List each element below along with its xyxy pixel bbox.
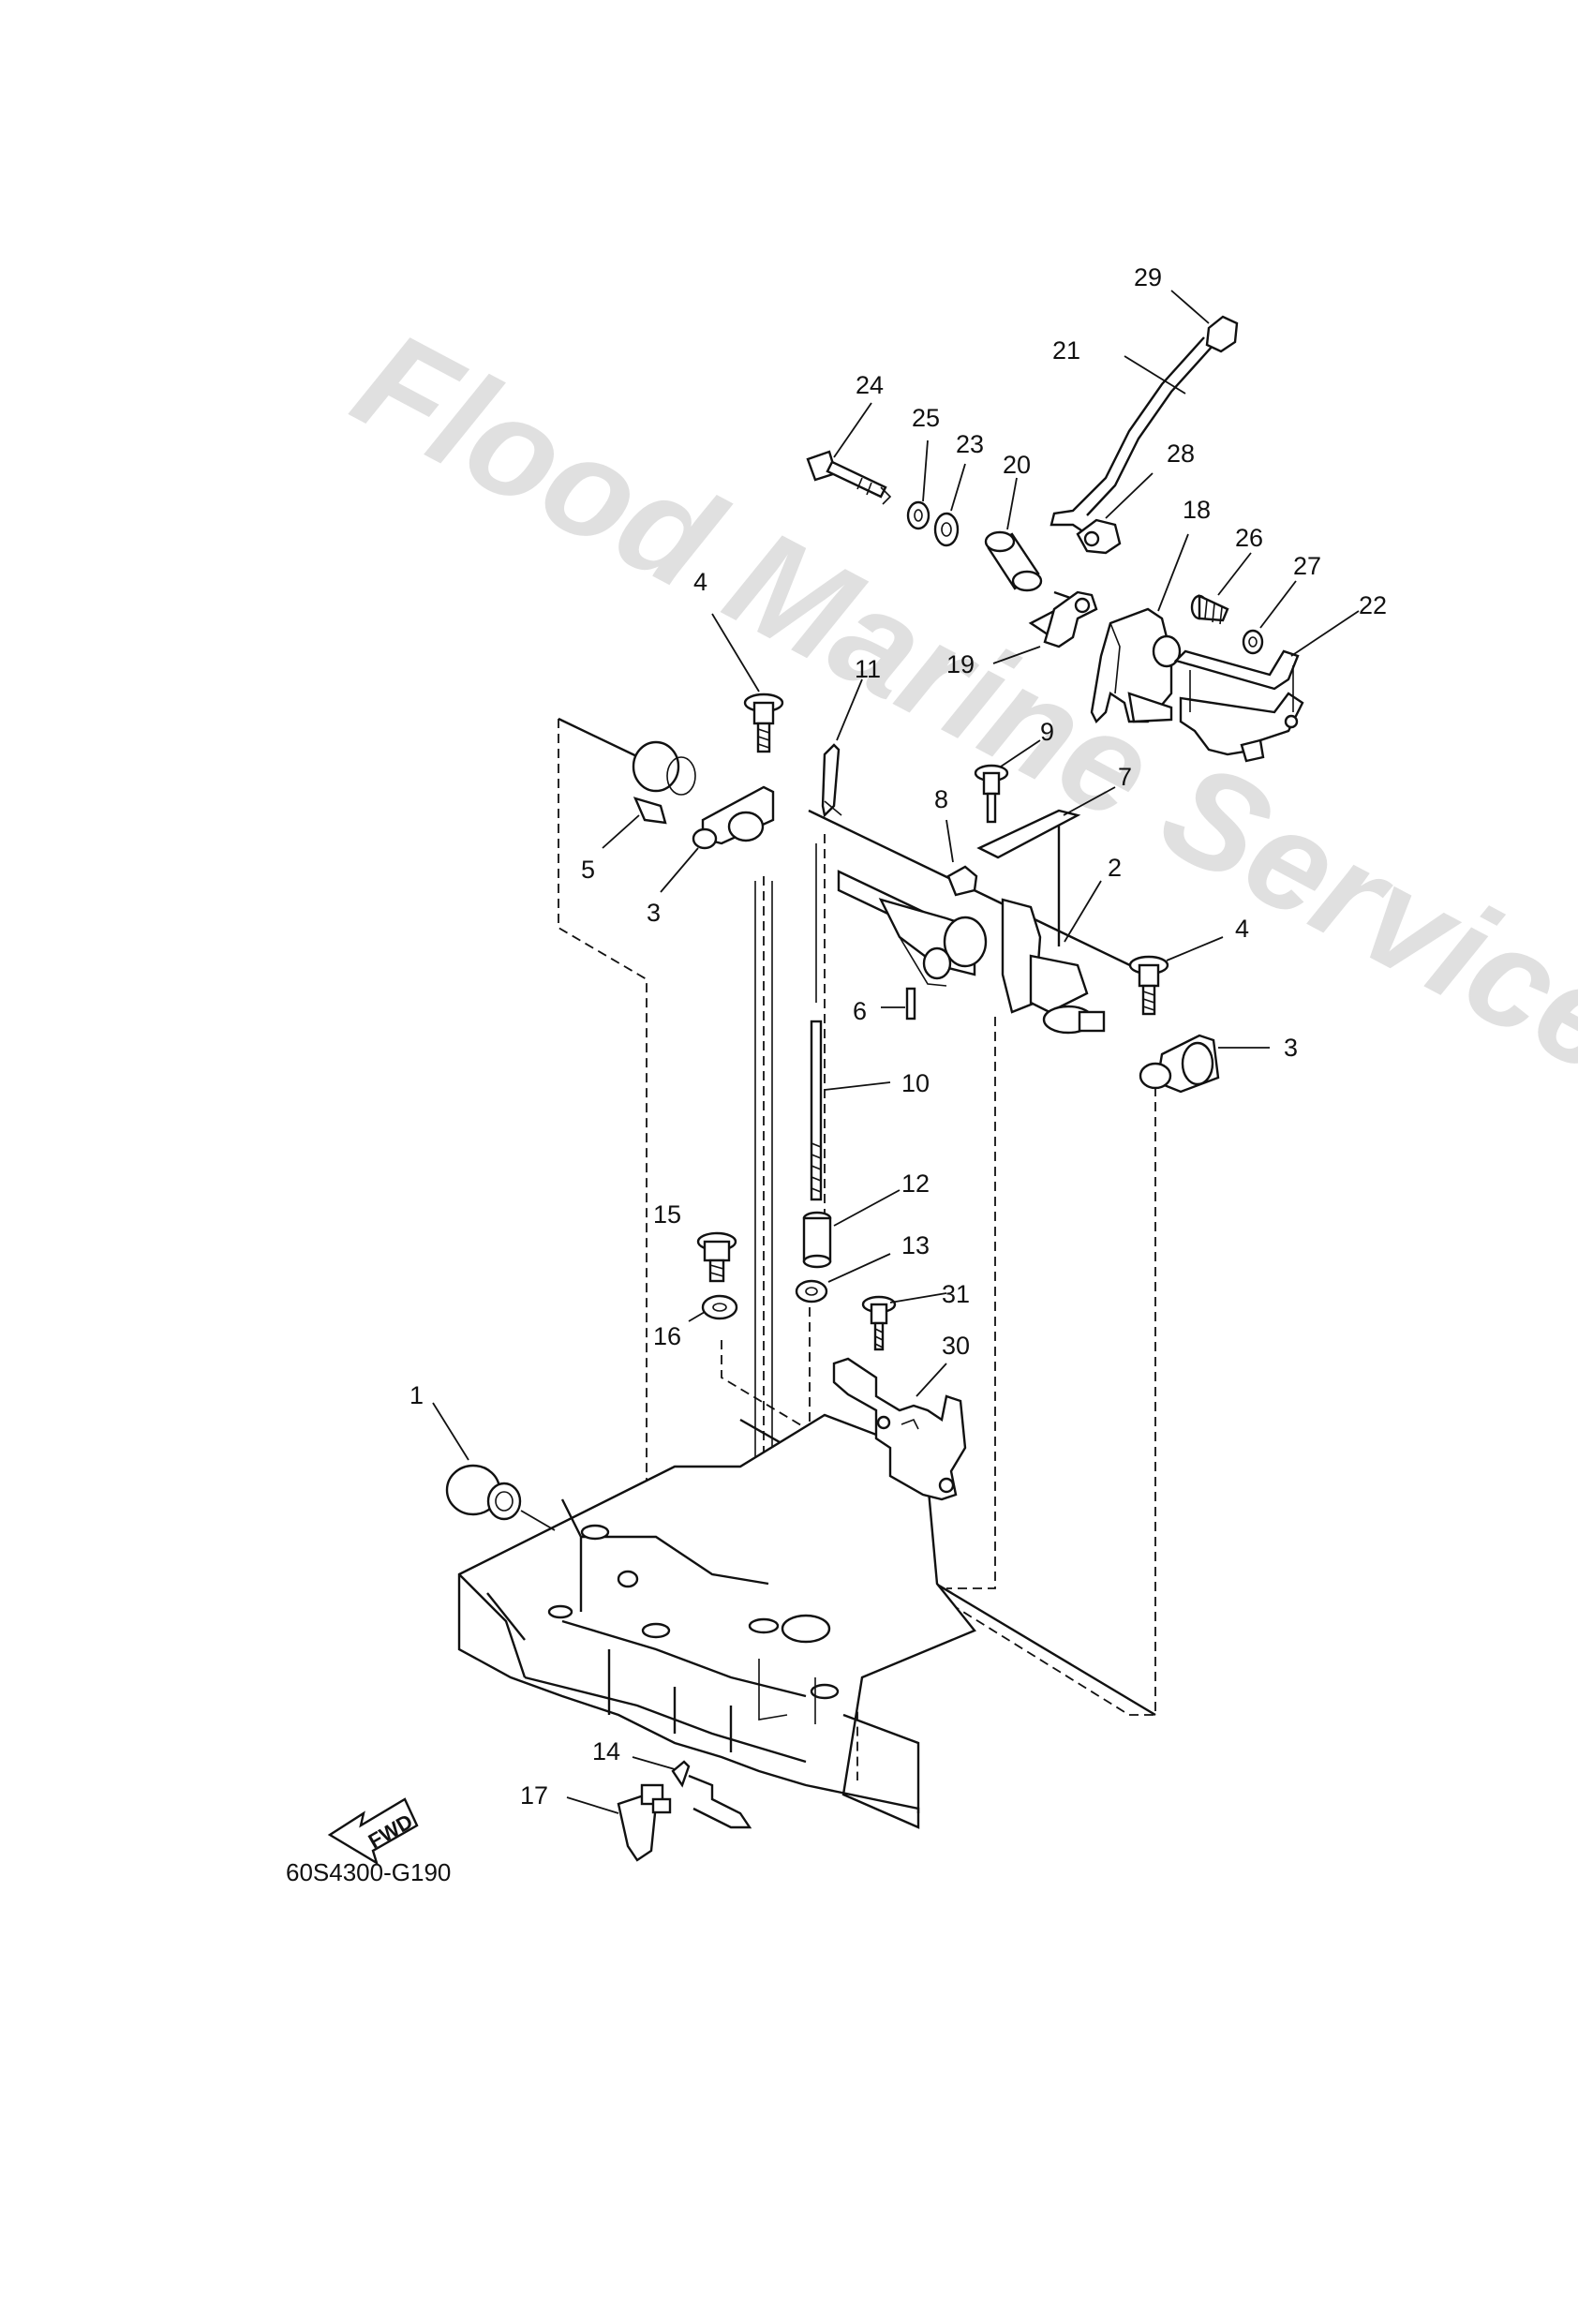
callout-17: 17 (520, 1781, 548, 1810)
part-13-nut (795, 1253, 891, 1304)
part-5-collar (602, 740, 696, 849)
part-25-washer (906, 439, 930, 530)
callout-9: 9 (1040, 718, 1054, 746)
callout-26: 26 (1235, 524, 1263, 552)
callout-23: 23 (956, 430, 984, 458)
part-10-rod (810, 843, 891, 1201)
part-27-washer (1242, 580, 1297, 655)
callout-7: 7 (1118, 763, 1132, 791)
callout-15: 15 (653, 1200, 681, 1229)
callout-2: 2 (1108, 854, 1122, 882)
part-23-washer (933, 463, 966, 547)
callout-1: 1 (409, 1381, 424, 1409)
part-20-sleeve (984, 477, 1043, 592)
part-4-bolt-right (1128, 936, 1224, 1016)
callout-6: 6 (853, 997, 867, 1025)
callout-31: 31 (942, 1280, 970, 1308)
part-24-long-bolt (806, 402, 892, 505)
part-29-cap (1170, 290, 1239, 353)
callout-14: 14 (592, 1737, 620, 1765)
part-2-shift-shaft (837, 870, 1106, 1035)
part-7-plate (976, 786, 1116, 859)
callout-24: 24 (856, 371, 884, 399)
watermark: Flood Marine Services (332, 301, 1578, 1140)
callout-19: 19 (946, 650, 975, 678)
callout-10: 10 (901, 1069, 930, 1097)
callout-4-right: 4 (1235, 915, 1249, 943)
part-22-bracket (1173, 610, 1360, 763)
part-15-bolt (696, 1231, 737, 1283)
part-18-lever (1090, 533, 1189, 724)
part-3-clamp-right (1139, 1034, 1270, 1094)
callout-13: 13 (901, 1231, 930, 1259)
part-6-pin (881, 987, 916, 1020)
callout-28: 28 (1167, 439, 1195, 468)
callout-27: 27 (1293, 552, 1321, 580)
callout-30: 30 (942, 1332, 970, 1360)
part-12-spacer (802, 1189, 901, 1269)
callout-4-upper: 4 (693, 568, 707, 596)
part-19-bracket (992, 590, 1098, 664)
part-4-bolt-upper (711, 613, 784, 753)
part-9-bolt (974, 739, 1041, 824)
callout-3-left: 3 (647, 899, 661, 927)
part-21-link-rod (1050, 336, 1214, 535)
part-11-cotter-pin (821, 678, 863, 818)
callout-29: 29 (1134, 263, 1162, 291)
callout-18: 18 (1183, 496, 1211, 524)
callout-8: 8 (934, 785, 948, 813)
lower-housing (457, 1413, 976, 1829)
part-17-clamp (566, 1783, 672, 1862)
callout-3-right: 3 (1284, 1034, 1298, 1062)
part-14-clip (632, 1756, 752, 1829)
reference-code: 60S4300-G190 (286, 1858, 451, 1886)
callout-21: 21 (1052, 336, 1080, 365)
callout-11: 11 (855, 655, 881, 683)
callout-20: 20 (1003, 451, 1031, 479)
fwd-arrow-icon: FWD (327, 1797, 419, 1866)
callout-5: 5 (581, 856, 595, 884)
callout-16: 16 (653, 1322, 681, 1350)
part-31-bolt (861, 1292, 947, 1351)
part-1-grommet (432, 1402, 556, 1531)
callout-12: 12 (901, 1169, 930, 1198)
part-8-clip (945, 819, 978, 897)
part-3-clamp-left (660, 785, 775, 893)
callout-25: 25 (912, 404, 940, 432)
callout-22: 22 (1359, 591, 1387, 619)
part-16-washer (688, 1294, 738, 1322)
part-30-bracket (832, 1357, 967, 1501)
callout-labels: 1 2 3 3 4 4 5 6 7 8 9 10 11 12 13 14 15 … (409, 263, 1387, 1810)
part-28-clip (1076, 472, 1154, 555)
part-26-screw (1190, 552, 1252, 625)
